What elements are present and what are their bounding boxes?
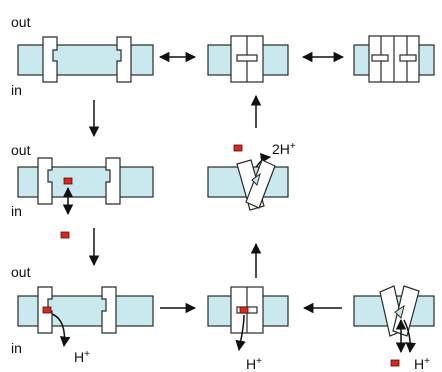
transporter-right-subunit bbox=[105, 157, 121, 205]
state-4-ion-bound: out in bbox=[11, 142, 154, 239]
binding-cleft bbox=[394, 304, 405, 319]
state-1-open-out: out in bbox=[11, 14, 154, 98]
ion bbox=[233, 144, 243, 152]
state-5-proton-release-out: 2H+ bbox=[207, 141, 296, 211]
proton-label: H+ bbox=[246, 356, 262, 372]
transporter-left-subunit bbox=[42, 36, 58, 83]
tilted-subunit bbox=[245, 159, 276, 209]
transporter-right-subunit bbox=[116, 36, 132, 83]
proton-label: H+ bbox=[414, 356, 430, 372]
state-2-closed bbox=[207, 35, 289, 83]
out-label: out bbox=[11, 264, 31, 280]
transporter-right-subunit bbox=[101, 286, 117, 334]
in-label: in bbox=[11, 340, 22, 356]
ion bbox=[239, 306, 249, 314]
state-8-tilted-in: H+ bbox=[353, 285, 435, 372]
out-label: out bbox=[11, 142, 31, 158]
release-arrow bbox=[51, 313, 71, 348]
state-3-dimer bbox=[353, 35, 435, 83]
state-7-closed-ion: H+ bbox=[207, 286, 289, 372]
in-label: in bbox=[11, 203, 22, 219]
out-label: out bbox=[11, 14, 31, 30]
binding-cleft bbox=[251, 172, 261, 186]
binding-site bbox=[399, 54, 417, 62]
ion bbox=[42, 306, 52, 314]
ion bbox=[63, 177, 73, 185]
ion bbox=[60, 231, 70, 239]
two-protons-label: 2H+ bbox=[272, 141, 296, 157]
membrane bbox=[17, 44, 154, 76]
state-6-proton-release-in: out in H+ bbox=[11, 264, 154, 365]
in-label: in bbox=[11, 82, 22, 98]
proton-label: H+ bbox=[74, 349, 90, 365]
binding-site bbox=[236, 54, 258, 62]
release-arrow bbox=[235, 314, 246, 352]
transporter-left-subunit bbox=[37, 157, 53, 205]
ion bbox=[390, 359, 400, 367]
binding-site bbox=[371, 54, 389, 62]
release-arrow bbox=[403, 319, 417, 354]
